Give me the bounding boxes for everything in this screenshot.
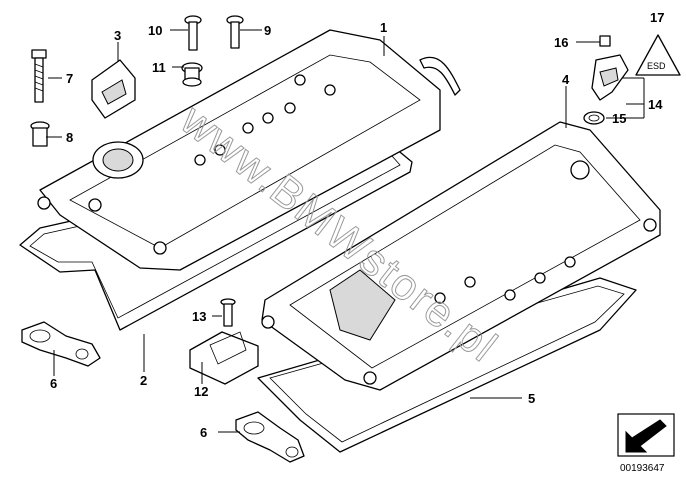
part-16-screw — [599, 35, 611, 47]
callout-7: 7 — [66, 71, 73, 86]
callout-1: 1 — [380, 20, 387, 35]
callout-8: 8 — [66, 130, 73, 145]
callout-labels: 1 2 3 4 5 6 6 7 8 9 10 11 12 13 14 15 16… — [50, 10, 664, 440]
callout-13: 13 — [192, 309, 206, 324]
part-6-seal-lower — [235, 411, 305, 463]
callout-5: 5 — [528, 391, 535, 406]
valve-cover-right — [261, 121, 661, 391]
part-14-sensor — [591, 54, 629, 101]
part-10-screw — [184, 15, 202, 51]
callout-3: 3 — [114, 28, 121, 43]
callout-9: 9 — [264, 23, 271, 38]
part-6-seal-upper — [21, 321, 101, 367]
callout-15: 15 — [612, 111, 626, 126]
part-17-warning-triangle: ESD — [635, 34, 681, 76]
part-9-screw — [226, 15, 244, 49]
svg-text:ESD: ESD — [647, 61, 666, 71]
callout-16: 16 — [554, 35, 568, 50]
leader-lines — [46, 29, 645, 433]
gasket-right — [257, 277, 637, 453]
callout-6-lower: 6 — [200, 425, 207, 440]
callout-17: 17 — [650, 10, 664, 25]
part-13-bolt — [220, 298, 236, 327]
part-12-bracket — [189, 331, 259, 385]
callout-11: 11 — [152, 60, 166, 75]
part-3-cap — [91, 59, 136, 119]
navigation-arrow-icon[interactable] — [617, 413, 675, 457]
callout-2: 2 — [140, 373, 147, 388]
part-7-bolt — [31, 49, 47, 103]
callout-14: 14 — [648, 97, 663, 112]
part-8-sleeve — [30, 121, 50, 147]
document-number: 00193647 — [620, 463, 665, 474]
part-11-grommet — [181, 62, 203, 87]
callout-10: 10 — [148, 23, 162, 38]
valve-cover-left — [37, 29, 461, 271]
callout-12: 12 — [194, 384, 208, 399]
part-15-o-ring — [583, 111, 605, 125]
callout-6-upper: 6 — [50, 376, 57, 391]
callout-4: 4 — [562, 72, 570, 87]
